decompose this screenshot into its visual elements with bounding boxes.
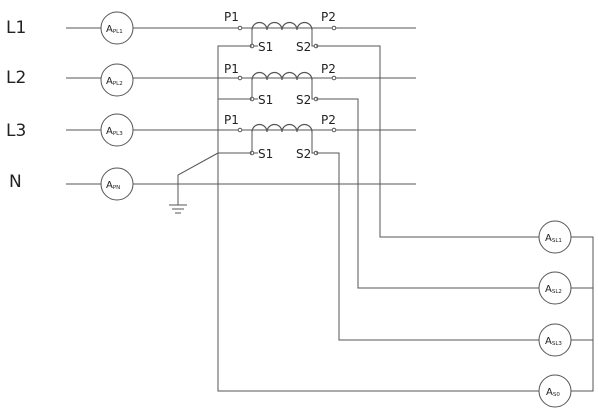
terminal-p1 <box>237 25 243 31</box>
svg-text:APL2: APL2 <box>106 76 123 87</box>
terminal-p1-label: P1 <box>224 113 239 127</box>
svg-text:AS0: AS0 <box>546 387 560 398</box>
ammeter-pn: APN <box>100 167 134 201</box>
s1-common-return <box>217 45 539 392</box>
ammeter-pl1: APL1 <box>100 11 134 45</box>
phase-label-n: N <box>9 172 22 192</box>
svg-text:ASL3: ASL3 <box>545 336 562 347</box>
meter-sub-text: PL3 <box>113 131 123 137</box>
phase-label-l1: L1 <box>6 18 26 38</box>
terminal-p1-label: P1 <box>224 62 239 76</box>
terminal-p2-label: P2 <box>321 10 336 24</box>
meter-sub-text: PL2 <box>113 81 123 87</box>
meter-main-text: A <box>546 387 553 398</box>
meter-main-text: A <box>106 24 113 35</box>
terminal-p2-label: P2 <box>321 62 336 76</box>
phase-label-l2: L2 <box>6 68 26 88</box>
s2-lead-1 <box>316 45 539 238</box>
s2-lead-3 <box>316 152 539 341</box>
current-transformer-1: P1 P2 S1 S2 <box>224 10 337 54</box>
meter-main-text: A <box>545 336 552 347</box>
terminal-s1-label: S1 <box>258 93 273 107</box>
meter-main-text: A <box>106 180 113 191</box>
svg-text:ASL1: ASL1 <box>545 233 562 244</box>
svg-text:APN: APN <box>106 180 120 191</box>
ammeter-sl1: ASL1 <box>538 220 572 254</box>
meter-sub-text: SL1 <box>552 238 562 244</box>
terminal-s2-label: S2 <box>296 40 311 54</box>
terminal-p2-label: P2 <box>321 113 336 127</box>
terminal-s1-label: S1 <box>258 147 273 161</box>
svg-text:ASL2: ASL2 <box>545 284 562 295</box>
transformer-coil <box>251 21 313 31</box>
ammeter-pl3: APL3 <box>100 113 134 147</box>
current-transformer-2: P1 P2 S1 S2 <box>224 62 337 107</box>
terminal-s1-label: S1 <box>258 40 273 54</box>
ground-icon <box>169 204 187 214</box>
current-transformer-3: P1 P2 S1 S2 <box>224 113 337 161</box>
meter-main-text: A <box>106 126 113 137</box>
ground-lead <box>177 152 219 205</box>
terminal-s2-label: S2 <box>296 93 311 107</box>
terminal-p1-label: P1 <box>224 10 239 24</box>
meter-sub-text: SL3 <box>552 341 563 347</box>
svg-text:APL3: APL3 <box>106 126 123 137</box>
meter-sub-text: PL1 <box>113 29 123 35</box>
phase-label-l3: L3 <box>6 121 26 141</box>
terminal-p2 <box>331 75 337 81</box>
ammeter-s0: AS0 <box>538 374 572 408</box>
meter-sub-text: SL2 <box>552 289 562 295</box>
ammeter-sl3: ASL3 <box>538 323 572 357</box>
terminal-p2 <box>331 25 337 31</box>
meter-sub-text: PN <box>113 185 120 191</box>
terminal-s2-label: S2 <box>296 147 311 161</box>
meter-main-text: A <box>545 233 552 244</box>
s2-lead-2 <box>316 98 539 289</box>
secondary-return-rail <box>571 236 594 392</box>
transformer-coil <box>251 71 313 81</box>
meter-sub-text: S0 <box>553 392 560 398</box>
transformer-coil <box>251 123 313 133</box>
ammeter-pl2: APL2 <box>100 63 134 97</box>
svg-text:APL1: APL1 <box>106 24 123 35</box>
terminal-p1 <box>237 75 243 81</box>
ammeter-sl2: ASL2 <box>538 271 572 305</box>
meter-main-text: A <box>106 76 113 87</box>
terminal-p1 <box>237 127 243 133</box>
terminal-p2 <box>331 127 337 133</box>
meter-main-text: A <box>545 284 552 295</box>
